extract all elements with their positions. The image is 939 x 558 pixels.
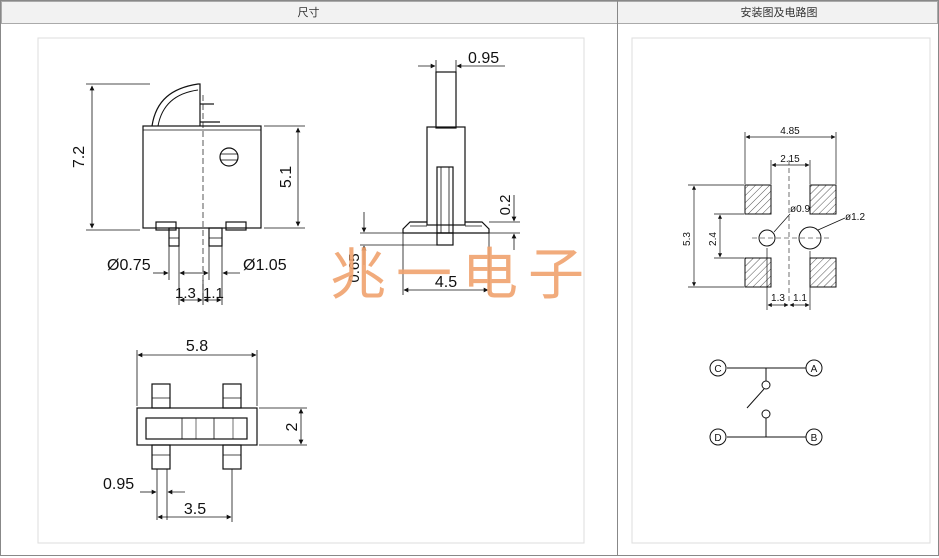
dim-span: 4.5: [435, 274, 457, 291]
terminal-c-label: C: [714, 364, 721, 375]
dim-bottom-width: 5.8: [186, 338, 208, 355]
dim-hole-large: ø1.2: [845, 212, 865, 223]
dim-pin-right-dia: Ø1.05: [243, 257, 287, 274]
dim-bottom-depth: 2: [284, 422, 301, 431]
dim-actuator-width: 0.95: [468, 50, 499, 67]
panel-frames: [37, 37, 931, 544]
dim-terminal-offset: 0.2: [497, 195, 514, 216]
dim-pitch-left: 1.3: [175, 285, 196, 302]
watermark: 兆一电子: [330, 243, 594, 308]
dim-outer-span: 4.85: [780, 126, 800, 137]
dim-pad-gap: 2.4: [708, 232, 719, 246]
bottom-view-dimensions: [136, 350, 307, 522]
bottom-view: [136, 383, 258, 470]
dim-height-total: 7.2: [71, 146, 88, 168]
terminal-a-label: A: [811, 364, 818, 375]
terminal-d-label: D: [714, 433, 721, 444]
terminal-d-circle: [709, 428, 727, 446]
install-circuit-header: 安装图及电路图: [740, 6, 818, 19]
dim-height-body: 5.1: [278, 166, 295, 188]
terminal-b-label: B: [811, 433, 818, 444]
side-view-dimensions: [86, 83, 305, 305]
mounting-pattern: [744, 160, 837, 302]
dim-pitch-right: 1.1: [203, 285, 224, 302]
dim-pin-width: 0.95: [103, 476, 134, 493]
dim-hole-small: ø0.9: [790, 204, 810, 215]
circuit-diagram: [709, 359, 823, 446]
dimensions-header: 尺寸: [297, 6, 320, 19]
front-view-dimensions: [360, 60, 520, 295]
terminal-a-circle: [805, 359, 823, 377]
dim-total-height: 5.3: [682, 232, 693, 246]
dim-offset-left: 1.3: [771, 293, 785, 304]
dim-inner-span: 2.15: [780, 154, 800, 165]
terminal-b-circle: [805, 428, 823, 446]
front-view: [402, 71, 490, 246]
terminal-c-circle: [709, 359, 727, 377]
dim-base-offset: 0.65: [346, 253, 363, 282]
dim-offset-right: 1.1: [793, 293, 807, 304]
mounting-dimensions: [688, 132, 846, 310]
dim-pin-left-dia: Ø0.75: [107, 257, 151, 274]
side-view: [142, 83, 262, 300]
dim-pin-spacing: 3.5: [184, 501, 206, 518]
